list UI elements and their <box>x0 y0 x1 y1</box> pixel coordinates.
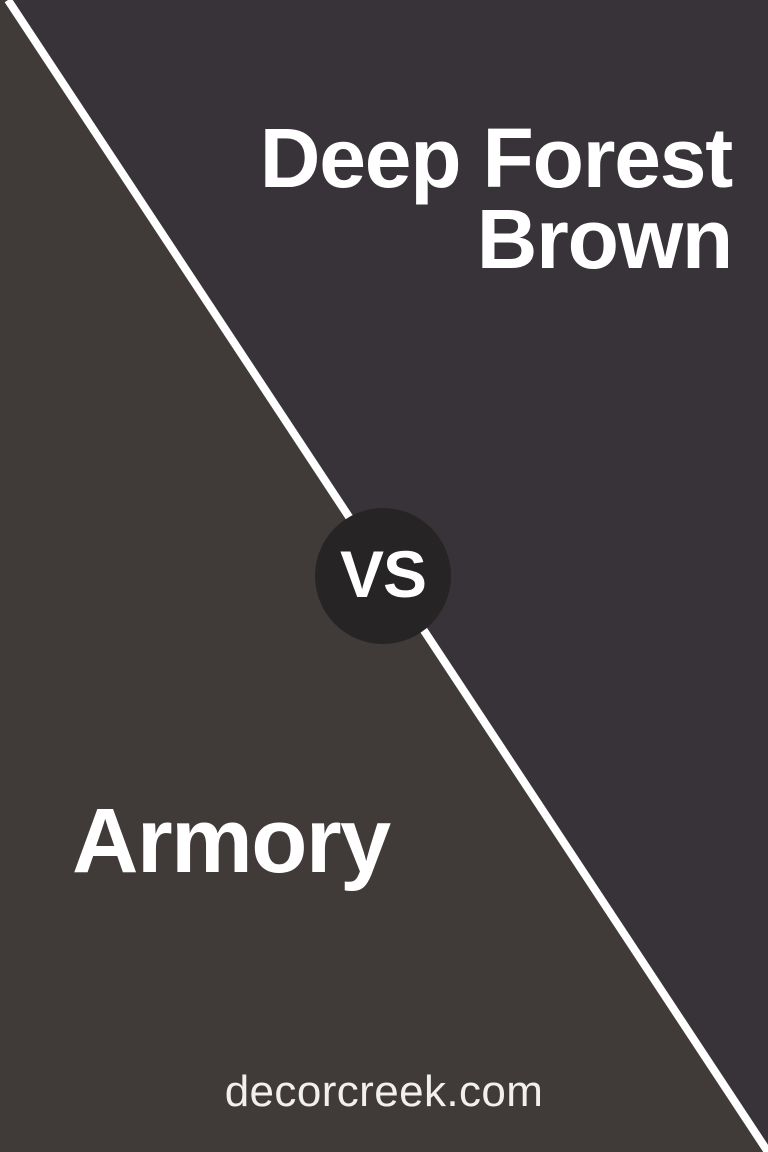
website-watermark: decorcreek.com <box>224 1067 544 1116</box>
top-swatch-title-line-2: Brown <box>476 192 734 287</box>
bottom-swatch-title-line-1: Armory <box>72 790 391 892</box>
bottom-swatch-title: Armory <box>72 790 391 892</box>
vs-badge-label: VS <box>339 537 427 611</box>
top-swatch-title: Deep Forest Brown <box>172 111 734 287</box>
top-swatch-title-line-1: Deep Forest <box>259 111 733 205</box>
vs-badge: VS <box>315 508 451 644</box>
footer: decorcreek.com <box>0 1070 768 1114</box>
